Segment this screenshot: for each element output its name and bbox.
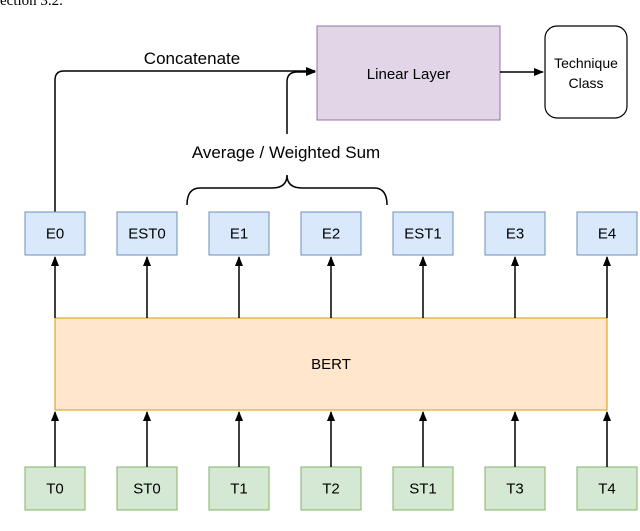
technique-class-label-line1: Technique	[554, 55, 618, 71]
output-token-box-e0	[24, 211, 86, 256]
input-token-label-st1: ST1	[409, 481, 437, 498]
linear-layer-box	[316, 25, 501, 121]
output-token-label-est1: EST1	[404, 226, 442, 243]
arrow-average	[286, 68, 316, 134]
output-token-label-est0: EST0	[128, 226, 166, 243]
technique-class-box	[544, 25, 628, 119]
linear-layer-label: Linear Layer	[367, 66, 450, 83]
output-token-label-e3: E3	[506, 226, 524, 243]
technique-class-label-line2: Class	[568, 75, 603, 91]
bert-block	[54, 317, 608, 411]
input-token-label-st0: ST0	[133, 481, 161, 498]
output-token-label-e2: E2	[322, 226, 340, 243]
arrow-concatenate	[54, 67, 316, 212]
input-token-label-t1: T1	[230, 481, 248, 498]
average-weighted-sum-label: Average / Weighted Sum	[192, 143, 380, 162]
bert-label: BERT	[311, 356, 351, 373]
input-token-box-st0	[116, 466, 178, 511]
input-token-label-t4: T4	[598, 481, 616, 498]
output-token-box-e3	[484, 211, 546, 256]
input-token-box-t1	[208, 466, 270, 511]
input-token-box-st1	[392, 466, 454, 511]
output-token-label-e1: E1	[230, 226, 248, 243]
output-token-label-e4: E4	[598, 226, 616, 243]
concatenate-label: Concatenate	[144, 49, 240, 68]
curly-brace	[186, 174, 388, 206]
input-token-label-t2: T2	[322, 481, 340, 498]
header-text-fragment: ection 3.2.	[0, 0, 63, 9]
input-token-box-t2	[300, 466, 362, 511]
output-token-box-e4	[576, 211, 638, 256]
output-token-label-e0: E0	[46, 226, 64, 243]
input-token-label-t3: T3	[506, 481, 524, 498]
input-token-label-t0: T0	[46, 481, 64, 498]
output-token-box-e1	[208, 211, 270, 256]
input-token-box-t0	[24, 466, 86, 511]
output-token-box-est1	[392, 211, 454, 256]
output-token-box-e2	[300, 211, 362, 256]
output-token-box-est0	[116, 211, 178, 256]
input-token-box-t3	[484, 466, 546, 511]
